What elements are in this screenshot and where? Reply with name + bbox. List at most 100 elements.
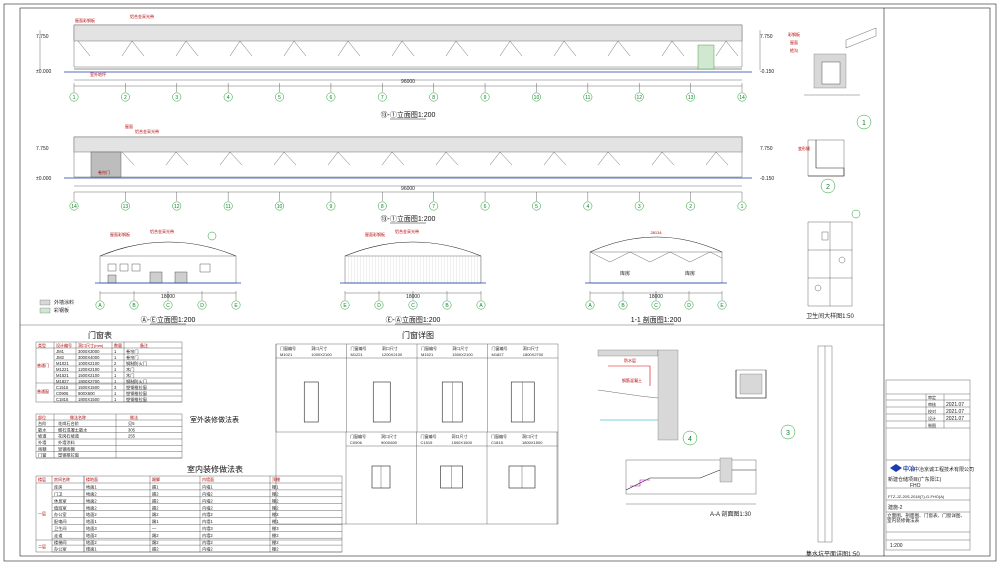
- grid-bubble: [377, 92, 387, 102]
- svg-text:门窗编号: 门窗编号: [350, 433, 366, 439]
- grid-label: D: [377, 303, 381, 309]
- table-cell: 木门: [126, 372, 134, 379]
- grid-bubble: [172, 92, 182, 102]
- grid-label: 11: [585, 95, 590, 101]
- table-cell: 255: [128, 434, 136, 439]
- grid-bubble: [737, 92, 747, 102]
- table-cell: 木门: [126, 366, 134, 373]
- sign-role: 审核: [928, 401, 936, 407]
- table-cell: 棚1: [272, 484, 279, 491]
- table-cell: 305: [128, 427, 136, 432]
- table-cell: 内墙2: [202, 491, 213, 498]
- table-cell: 外墙: [38, 439, 46, 446]
- grid-label: 12: [174, 204, 180, 210]
- grid-bubble: [275, 201, 284, 211]
- rear-elevation: 屋面 铝合金采光带 卷帘门 7.750 ±0.000 7.750 -0.150 …: [36, 123, 774, 224]
- svg-text:7.750: 7.750: [36, 34, 49, 40]
- svg-text:洞口尺寸: 洞口尺寸: [452, 433, 468, 439]
- door-size: 1200X2100: [382, 352, 403, 357]
- grid-label: C: [654, 303, 658, 309]
- grid-label: 3: [638, 204, 641, 210]
- svg-text:屋面彩钢板: 屋面彩钢板: [365, 231, 385, 237]
- svg-text:门窗编号: 门窗编号: [421, 345, 437, 351]
- grid-label: D: [687, 303, 691, 309]
- grid-bubble: [618, 300, 628, 310]
- grid-label: 9: [484, 95, 487, 101]
- svg-text:铝合金采光带: 铝合金采光带: [135, 128, 159, 134]
- grid-label: 7: [381, 95, 384, 101]
- svg-text:做法: 做法: [130, 414, 138, 420]
- table-cell: 1000X2100: [78, 361, 100, 366]
- side-elevation-b-title: Ⓔ-Ⓐ立面图1:200: [386, 315, 441, 324]
- table-cell: 1: [114, 367, 117, 372]
- svg-text:檐沟: 檐沟: [790, 47, 798, 53]
- door-code: M1521: [421, 352, 434, 357]
- inner-border: [19, 7, 991, 557]
- grid-bubble: [532, 92, 541, 102]
- window-code: C1815: [491, 440, 504, 445]
- grid-label: E: [234, 303, 238, 309]
- table-cell: M1521: [56, 373, 69, 378]
- door-elevation: [303, 381, 319, 423]
- svg-text:卷帘门: 卷帘门: [98, 169, 110, 175]
- grid-label: 7: [432, 204, 435, 210]
- table-cell: 内墙2: [202, 497, 213, 504]
- table-cell: 内墙2: [202, 504, 213, 511]
- door-elevation: [372, 381, 391, 423]
- table-cell: JM1: [56, 349, 65, 354]
- grid-label: 8: [381, 204, 384, 210]
- grid-bubble: [275, 92, 284, 102]
- grid-label: A: [479, 303, 483, 309]
- grid-label: 3: [175, 95, 178, 101]
- table-cell: 1: [114, 355, 117, 360]
- table-cell: 值班室: [54, 504, 67, 511]
- table-cell: M1021: [56, 361, 69, 366]
- window-code: C1515: [421, 440, 434, 445]
- table-cell: 踢2: [152, 540, 159, 546]
- svg-text:彩钢板: 彩钢板: [54, 307, 69, 314]
- front-elevation: 屋面彩钢板 铝合金采光带 室外地坪 7.750 ±0.000 7.750 -0.…: [36, 13, 774, 120]
- door-window-detail-title: 门窗详图: [402, 330, 434, 340]
- svg-text:门窗编号: 门窗编号: [351, 345, 367, 351]
- table-cell: 1: [114, 349, 117, 354]
- svg-text:彩钢板: 彩钢板: [788, 31, 800, 37]
- grid-bubble: [120, 201, 130, 211]
- svg-text:防水层: 防水层: [624, 357, 636, 363]
- grid-label: E: [343, 303, 347, 309]
- grid-bubble: [95, 300, 105, 310]
- table-cell: 内墙2: [202, 546, 213, 553]
- grid-bubble: [326, 92, 336, 102]
- svg-text:铝合金采光带: 铝合金采光带: [130, 13, 154, 19]
- grid-bubble: [223, 92, 233, 102]
- grid-bubble: [172, 201, 182, 211]
- svg-text:洞口尺寸(mm): 洞口尺寸(mm): [78, 342, 104, 348]
- grid-label: C: [166, 303, 170, 309]
- table-cell: 塑钢推拉窗: [126, 390, 147, 397]
- grid-label: 13: [123, 204, 129, 210]
- grid-label: 5: [535, 204, 538, 210]
- svg-text:铝合金采光带: 铝合金采光带: [150, 228, 174, 234]
- front-elevation-title: ⑬-①立面图1:200: [381, 110, 436, 119]
- svg-text:2021.07: 2021.07: [946, 416, 964, 422]
- grid-bubble: [583, 92, 593, 102]
- table-cell: 塑钢推拉窗: [58, 452, 79, 459]
- svg-text:屋面彩钢板: 屋面彩钢板: [75, 17, 95, 23]
- rear-elevation-title: ⑬-①立面图1:200: [381, 214, 436, 223]
- grid-bubble: [223, 201, 233, 211]
- side-elevation-a-title: Ⓐ-Ⓔ立面图1:200: [141, 315, 196, 324]
- door-size: 1800X2700: [523, 352, 544, 357]
- detail-4: 防水层 钢筋混凝土 4: [597, 349, 698, 446]
- table-cell: 地面2: [86, 504, 97, 511]
- svg-text:二层: 二层: [38, 543, 46, 549]
- svg-text:4: 4: [688, 436, 692, 443]
- table-cell: 内墙1: [202, 518, 213, 525]
- grid-label: 1: [73, 95, 76, 101]
- table-cell: 门窗: [38, 452, 46, 459]
